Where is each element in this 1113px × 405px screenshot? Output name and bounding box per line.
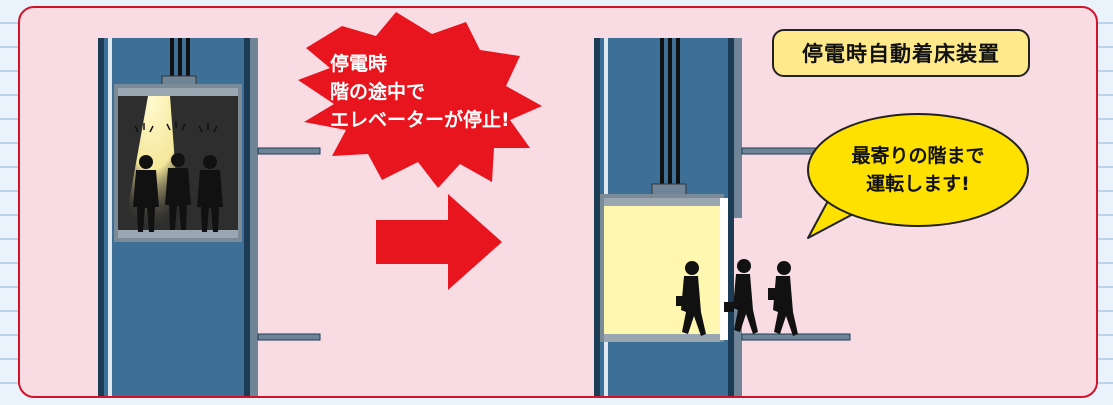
illustration-panel: 停電時 階の途中で エレベーターが停止! 最寄りの階まで 運転します! 停電時自… [18, 6, 1098, 398]
transition-arrow [376, 194, 502, 290]
speech-bubble-text: 最寄りの階まで 運転します! [851, 144, 984, 195]
bubble-line-2: 運転します! [866, 173, 970, 195]
speech-bubble [807, 113, 1029, 239]
burst-line-3: エレベーターが停止! [330, 108, 510, 131]
exiting-passengers [676, 259, 798, 336]
bubble-line-1: 最寄りの階まで [851, 144, 984, 167]
worry-marks [134, 121, 218, 133]
outage-burst [298, 12, 542, 188]
right-cabin-leveled [600, 194, 728, 342]
device-name-label: 停電時自動着床装置 [772, 29, 1030, 77]
outage-burst-text: 停電時 階の途中で エレベーターが停止! [330, 52, 510, 131]
burst-line-2: 階の途中で [330, 80, 425, 103]
burst-line-1: 停電時 [330, 52, 387, 75]
left-cabin-stopped [114, 84, 242, 242]
